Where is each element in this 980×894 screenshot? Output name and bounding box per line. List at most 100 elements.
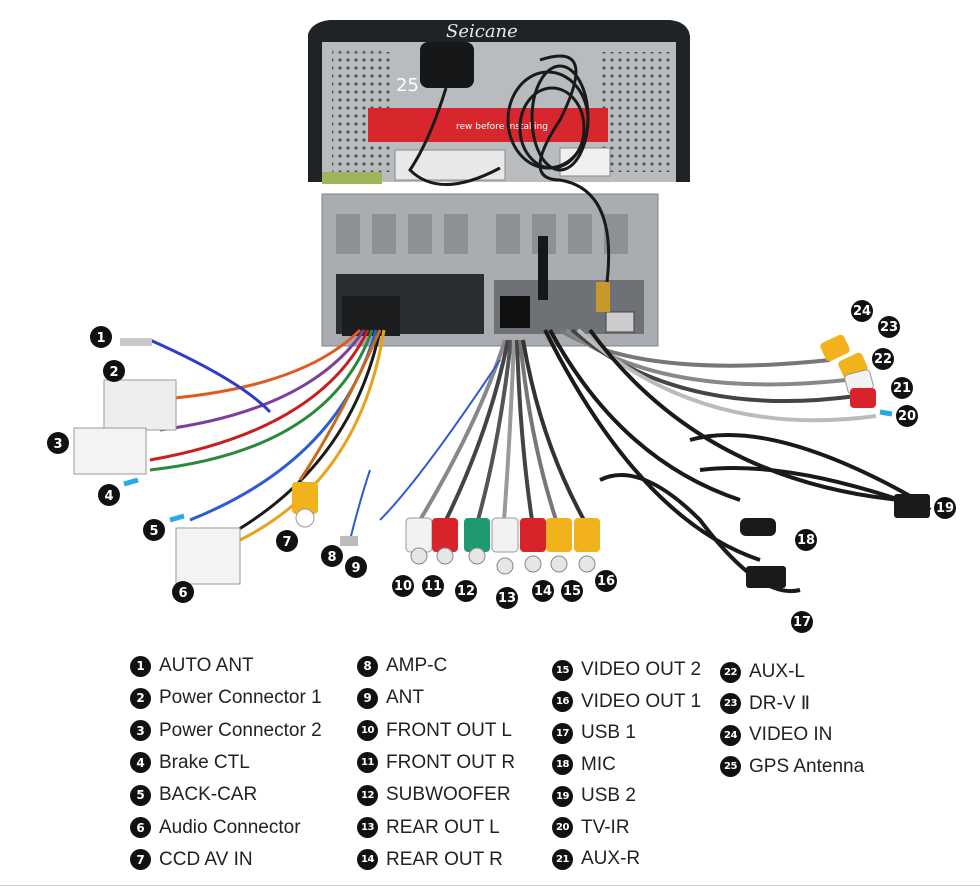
legend-label: Power Connector 1 <box>159 687 322 709</box>
legend-number-badge: 7 <box>130 849 151 871</box>
svg-text:9: 9 <box>351 561 360 576</box>
callout-18: 18 <box>795 529 817 551</box>
legend-number-badge: 9 <box>357 687 378 709</box>
callout-12: 12 <box>455 580 477 602</box>
power-connector-2 <box>73 427 147 475</box>
brand-label: Seicane <box>446 21 518 42</box>
callout-3: 3 <box>47 432 69 454</box>
usb-2-plug <box>894 494 930 518</box>
auto-ant-plug <box>120 338 152 346</box>
legend-item: 22 AUX-L <box>720 659 805 685</box>
callout-25: 25 <box>396 75 419 96</box>
svg-text:7: 7 <box>282 535 291 550</box>
legend-item: 4 Brake CTL <box>130 750 250 776</box>
svg-text:12: 12 <box>457 584 475 599</box>
legend-number-badge: 18 <box>552 754 573 775</box>
callout-7: 7 <box>276 530 298 552</box>
callout-9: 9 <box>345 556 367 578</box>
callout-22: 22 <box>872 348 894 370</box>
svg-text:15: 15 <box>563 584 581 599</box>
svg-text:6: 6 <box>178 586 187 601</box>
svg-text:24: 24 <box>853 304 871 319</box>
legend-number-badge: 25 <box>720 756 741 777</box>
callout-5: 5 <box>143 519 165 541</box>
callout-2: 2 <box>103 360 125 382</box>
legend-label: Brake CTL <box>159 751 250 773</box>
svg-text:13: 13 <box>498 591 516 606</box>
callout-11: 11 <box>422 575 444 597</box>
callout-16: 16 <box>595 570 617 592</box>
legend-number-badge: 15 <box>552 659 573 681</box>
legend-label: AUX-L <box>749 661 805 682</box>
wiring-photo: Seicane rew before installing <box>47 20 956 633</box>
legend-number-badge: 21 <box>552 848 573 870</box>
callout-17: 17 <box>791 611 813 633</box>
legend-label: USB 2 <box>581 785 636 806</box>
legend-number-badge: 14 <box>357 849 378 871</box>
legend-item: 9 ANT <box>357 685 424 711</box>
svg-text:25: 25 <box>396 75 419 96</box>
legend-number-badge: 2 <box>130 687 151 709</box>
legend-item: 2 Power Connector 1 <box>130 685 322 711</box>
svg-text:21: 21 <box>893 381 911 396</box>
legend-label: FRONT OUT R <box>386 751 516 773</box>
legend-number-badge: 5 <box>130 784 151 806</box>
legend-label: AMP-C <box>386 655 448 676</box>
legend-number-badge: 3 <box>130 720 151 742</box>
svg-text:17: 17 <box>793 615 811 630</box>
svg-text:18: 18 <box>797 533 815 548</box>
legend-label: VIDEO OUT 2 <box>581 659 702 680</box>
legend-number-badge: 12 <box>357 784 378 806</box>
power-connector-1 <box>103 379 177 431</box>
legend-label: BACK-CAR <box>159 784 258 806</box>
legend-label: AUTO ANT <box>159 655 254 676</box>
legend-item: 15 VIDEO OUT 2 <box>552 657 701 683</box>
legend-item: 5 BACK-CAR <box>130 782 257 808</box>
usb-1-plug <box>746 566 786 588</box>
svg-text:1: 1 <box>96 331 105 346</box>
svg-text:2: 2 <box>109 365 118 380</box>
callout-6: 6 <box>172 581 194 603</box>
svg-text:11: 11 <box>424 579 442 594</box>
legend-label: ANT <box>386 687 424 709</box>
callout-23: 23 <box>878 316 900 338</box>
legend-label: Audio Connector <box>159 816 301 838</box>
svg-text:20: 20 <box>898 409 916 424</box>
legend-number-badge: 8 <box>357 655 378 677</box>
legend-label: TV-IR <box>581 816 630 838</box>
legend-number-badge: 17 <box>552 722 573 744</box>
callout-10: 10 <box>392 575 414 597</box>
head-unit: Seicane rew before installing <box>308 20 690 347</box>
svg-text:19: 19 <box>936 501 954 516</box>
legend-item: 3 Power Connector 2 <box>130 718 322 744</box>
svg-text:4: 4 <box>104 489 113 504</box>
legend-label: SUBWOOFER <box>386 784 511 806</box>
audio-connector <box>175 527 241 585</box>
legend-number-badge: 24 <box>720 724 741 746</box>
callout-14: 14 <box>532 580 554 602</box>
legend-label: REAR OUT L <box>386 816 500 838</box>
legend-item: 12 SUBWOOFER <box>357 782 511 808</box>
svg-text:3: 3 <box>53 437 62 452</box>
legend-number-badge: 20 <box>552 817 573 838</box>
callout-4: 4 <box>98 484 120 506</box>
callout-1: 1 <box>90 326 112 348</box>
legend-number-badge: 4 <box>130 752 151 774</box>
callout-20: 20 <box>896 405 918 427</box>
legend-label: Power Connector 2 <box>159 719 322 741</box>
callout-15: 15 <box>561 580 583 602</box>
callout-19: 19 <box>934 497 956 519</box>
svg-text:16: 16 <box>597 574 615 589</box>
gps-cable <box>408 54 611 291</box>
legend-number-badge: 22 <box>720 661 741 683</box>
legend-label: REAR OUT R <box>386 848 503 870</box>
